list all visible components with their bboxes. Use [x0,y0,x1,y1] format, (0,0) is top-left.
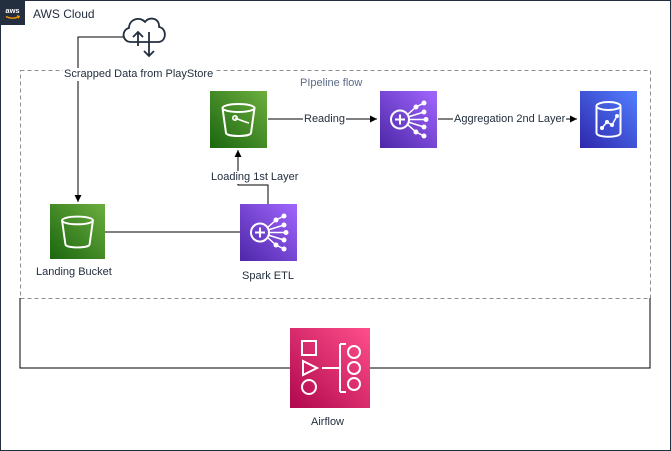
svg-text:aws: aws [5,6,19,15]
reading-label: Reading [303,113,346,126]
aggregation-2nd-layer-label: Aggregation 2nd Layer [453,113,567,126]
database-icon [580,91,637,148]
edge-source-to-landing [74,36,127,202]
edge-airflow-loop [19,298,651,369]
aws-cloud-title: AWS Cloud [33,7,95,21]
aws-logo-icon: aws [0,0,25,25]
airflow-icon [290,328,370,408]
landing-bucket-icon [50,204,105,259]
pipeline-group-border [20,70,651,299]
spark-etl-icon [240,204,297,261]
loading-1st-layer-label: Loading 1st Layer [210,171,300,184]
spark-analytics-icon [380,91,437,148]
cloud-download-icon [118,10,170,62]
airflow-label: Airflow [311,416,345,428]
pipeline-group-label: PIpeline flow [300,77,363,89]
spark-etl-label: Spark ETL [242,270,294,282]
source-label: Scrapped Data from PlayStore [63,68,215,81]
edge-loading-1st-layer [234,150,269,204]
s3-bucket-icon [210,91,267,148]
landing-bucket-label: Landing Bucket [36,266,112,278]
